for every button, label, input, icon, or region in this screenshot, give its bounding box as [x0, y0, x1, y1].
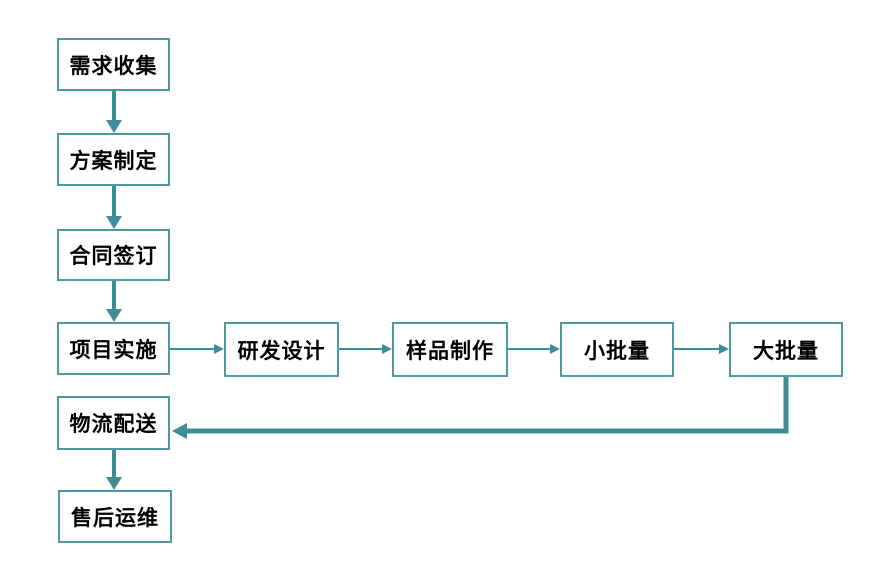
node-large-batch: 大批量 [729, 322, 843, 377]
arrow-implementation-to-rnd-design [170, 344, 224, 354]
arrow-logistics-to-after-sales [106, 450, 122, 490]
arrow-sample-production-to-small-batch [508, 344, 560, 354]
node-logistics: 物流配送 [57, 396, 170, 450]
node-logistics-label: 物流配送 [69, 411, 158, 436]
arrow-plan-to-contract [106, 186, 122, 229]
node-after-sales-label: 售后运维 [71, 504, 159, 530]
node-plan-label: 方案制定 [69, 147, 158, 173]
node-contract-label: 合同签订 [69, 243, 158, 268]
node-small-batch: 小批量 [560, 322, 674, 377]
node-contract: 合同签订 [57, 229, 170, 281]
node-sample-production: 样品制作 [392, 322, 508, 377]
node-implementation-label: 项目实施 [69, 336, 158, 362]
node-sample-production-label: 样品制作 [406, 337, 494, 363]
arrow-contract-to-implementation [106, 281, 122, 322]
node-requirements-label: 需求收集 [69, 52, 158, 78]
arrow-small-batch-to-large-batch [674, 344, 729, 354]
arrow-requirements-to-plan [106, 91, 122, 133]
node-large-batch-label: 大批量 [753, 337, 819, 363]
node-small-batch-label: 小批量 [584, 337, 650, 363]
node-implementation: 项目实施 [57, 322, 170, 375]
node-plan: 方案制定 [57, 133, 170, 186]
node-requirements: 需求收集 [57, 38, 170, 91]
node-rnd-design: 研发设计 [224, 322, 339, 377]
node-after-sales: 售后运维 [58, 490, 172, 543]
arrow-large-batch-to-logistics [172, 377, 789, 439]
arrow-rnd-design-to-sample-production [339, 344, 392, 354]
node-rnd-design-label: 研发设计 [237, 337, 326, 363]
